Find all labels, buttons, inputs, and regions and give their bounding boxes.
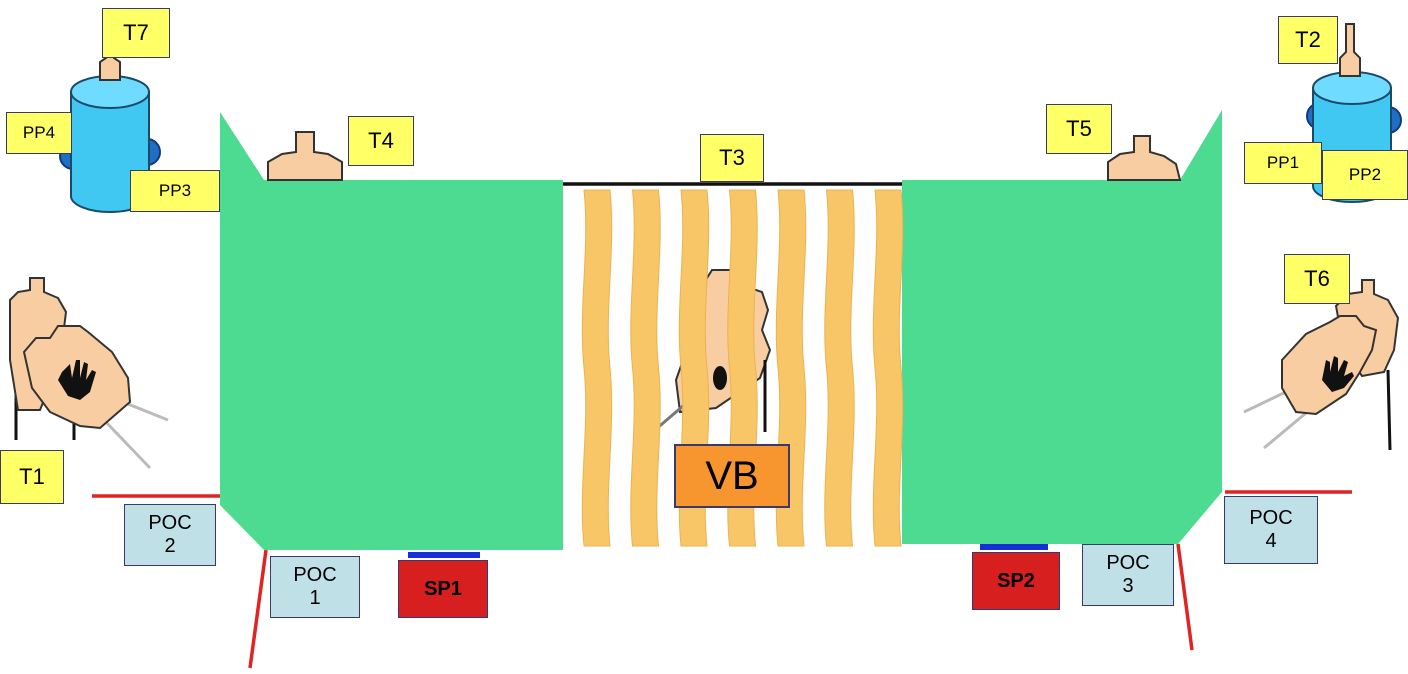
- curtain-strip: [630, 189, 661, 547]
- label-sp1: SP1: [398, 560, 488, 618]
- curtain-strip: [872, 189, 904, 547]
- label-poc1: POC 1: [270, 556, 360, 618]
- curtain-strip: [581, 189, 613, 547]
- red-line-poc1: [248, 549, 268, 669]
- label-t2: T2: [1278, 16, 1338, 64]
- label-pp2: PP2: [1322, 150, 1408, 200]
- hand-icon-left: [58, 360, 96, 400]
- right-green-zone: [902, 110, 1222, 544]
- poc4-line1: POC: [1249, 507, 1293, 529]
- poc2-line2: 2: [164, 535, 176, 557]
- label-pp1: PP1: [1244, 142, 1322, 184]
- poc1-line1: POC: [293, 564, 337, 586]
- label-t5: T5: [1046, 104, 1112, 154]
- sp2-blue-bar: [980, 544, 1048, 550]
- label-sp2: SP2: [972, 552, 1060, 610]
- poc4-line2: 4: [1265, 530, 1277, 552]
- label-vb: VB: [674, 444, 790, 508]
- t1-figure: [9, 277, 169, 470]
- poc3-line2: 3: [1122, 575, 1134, 597]
- center-figure-hand: [713, 366, 727, 390]
- label-pp3: PP3: [130, 170, 220, 212]
- t2-probe: [1339, 23, 1361, 77]
- sp1-blue-bar: [408, 552, 480, 558]
- poc2-line1: POC: [148, 512, 192, 534]
- label-t1: T1: [0, 450, 64, 504]
- curtain-strip: [824, 189, 855, 547]
- t7-device: [59, 39, 161, 213]
- t4-figure: [267, 131, 343, 181]
- left-green-zone: [220, 112, 563, 550]
- label-t3: T3: [700, 134, 764, 182]
- poc3-line1: POC: [1106, 552, 1150, 574]
- label-t6: T6: [1284, 254, 1350, 304]
- label-poc4: POC 4: [1224, 496, 1318, 564]
- poc1-line2: 1: [309, 587, 321, 609]
- red-line-poc3: [1176, 543, 1194, 651]
- red-boundary-lines: [92, 490, 1352, 669]
- label-t4: T4: [348, 116, 414, 166]
- hand-icon-right: [1322, 356, 1354, 392]
- t6-figure: [1243, 279, 1400, 451]
- t5-figure: [1107, 135, 1182, 181]
- label-pp4: PP4: [6, 112, 72, 154]
- label-poc3: POC 3: [1082, 544, 1174, 606]
- label-poc2: POC 2: [124, 504, 216, 566]
- label-t7: T7: [102, 8, 170, 58]
